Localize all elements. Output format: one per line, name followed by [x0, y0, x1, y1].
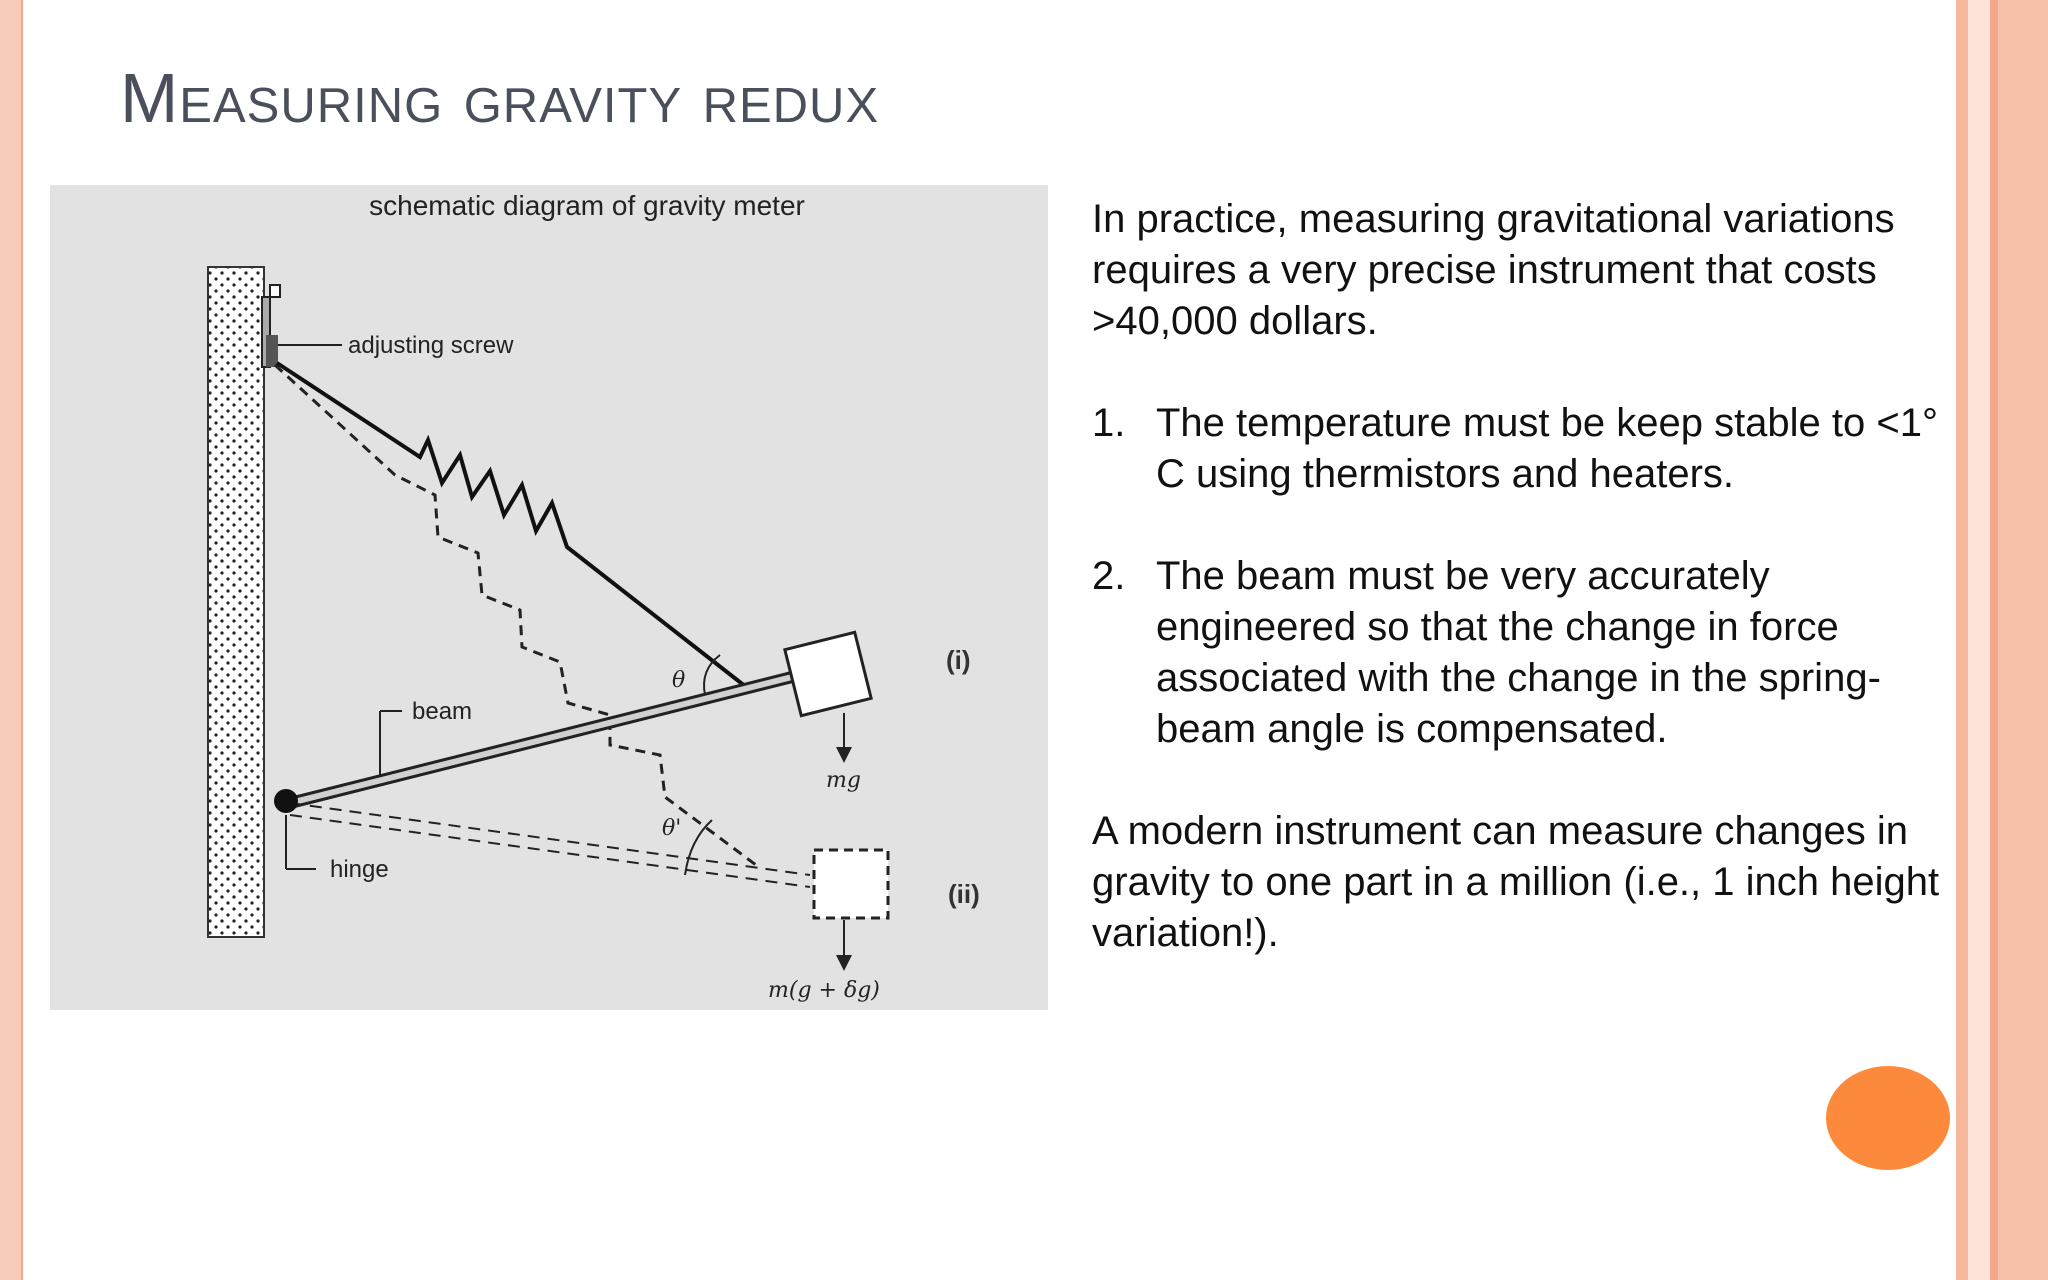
slide-body: In practice, measuring gravitational var…: [1092, 194, 1972, 959]
adjusting-screw-label: adjusting screw: [348, 332, 514, 359]
m-g-delta-label: m(g + δg): [768, 978, 880, 1003]
left-border-decoration: [0, 0, 23, 1280]
state-ii-label: (ii): [948, 879, 980, 909]
list-item-text: The temperature must be keep stable to <…: [1156, 401, 1938, 496]
beam-ii: [289, 802, 811, 888]
beam-label: beam: [412, 698, 472, 725]
right-border-decoration: [1956, 0, 2048, 1280]
mg-label: mg: [826, 768, 861, 793]
list-item-number: 1.: [1092, 401, 1126, 445]
requirements-list: 1. The temperature must be keep stable t…: [1092, 398, 1972, 755]
orange-dot-decoration: [1826, 1066, 1950, 1170]
theta-label: θ: [672, 668, 685, 693]
wall: [207, 266, 265, 938]
adjusting-screw: [261, 284, 281, 368]
list-item-text: The beam must be very accurately enginee…: [1156, 554, 1881, 751]
beam-i: [284, 669, 806, 809]
hinge-label: hinge: [330, 856, 389, 883]
mass-i: [783, 630, 873, 718]
gravity-meter-figure: schematic diagram of gravity meter adjus…: [50, 185, 1048, 1010]
list-item: 1. The temperature must be keep stable t…: [1092, 398, 1972, 500]
spring-i: [275, 361, 752, 692]
spring-ii: [273, 363, 757, 867]
theta-prime-label: θ': [662, 816, 681, 841]
list-item: 2. The beam must be very accurately engi…: [1092, 551, 1972, 755]
slide-title: Measuring gravity redux: [120, 59, 880, 137]
figure-caption: schematic diagram of gravity meter: [369, 190, 805, 221]
intro-paragraph: In practice, measuring gravitational var…: [1092, 197, 1895, 343]
state-i-label: (i): [946, 645, 971, 675]
note-paragraph: A modern instrument can measure changes …: [1092, 809, 1940, 955]
mass-ii: [812, 848, 890, 920]
hinge-pivot: [274, 789, 298, 813]
list-item-number: 2.: [1092, 554, 1126, 598]
